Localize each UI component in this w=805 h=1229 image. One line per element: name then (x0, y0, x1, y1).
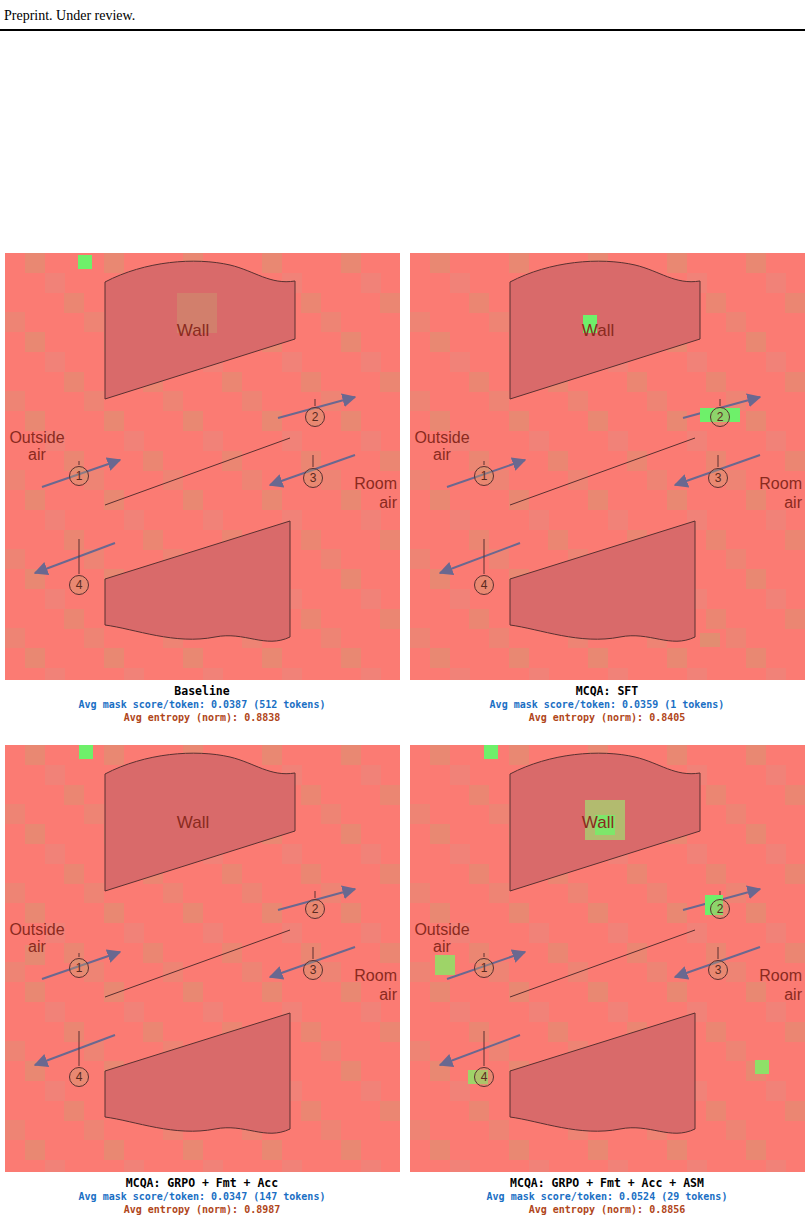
entropy-score: Avg entropy (norm): 0.8987 (2, 1204, 402, 1215)
heatmap-illustration (5, 745, 400, 1172)
callout-circle: 1 (474, 466, 494, 486)
callout-circle: 3 (708, 960, 728, 980)
region-label: Room air (341, 474, 397, 512)
callout-number: 4 (70, 1068, 88, 1086)
entropy-score: Avg entropy (norm): 0.8838 (2, 712, 402, 723)
callout-circle: 1 (69, 466, 89, 486)
callout-circle: 4 (474, 575, 494, 595)
callout-number: 3 (304, 469, 322, 487)
panel-title: MCQA: GRPO + Fmt + Acc (2, 1176, 402, 1190)
callout-circle: 2 (710, 899, 730, 919)
callout-number: 4 (70, 576, 88, 594)
running-header: Preprint. Under review. (4, 8, 135, 24)
wall-shape: Wall (105, 749, 295, 892)
wall-shape: Wall (510, 749, 700, 892)
wall-label: Wall (105, 813, 281, 833)
callout-circle: 1 (69, 958, 89, 978)
callout-number: 3 (304, 961, 322, 979)
wall-label: Wall (510, 321, 686, 341)
callout-circle: 2 (710, 407, 730, 427)
panel-title: MCQA: GRPO + Fmt + Acc + ASM (407, 1176, 805, 1190)
callout-circle: 4 (474, 1067, 494, 1087)
callout-circle: 1 (474, 958, 494, 978)
region-label: Room air (746, 474, 802, 512)
callout-number: 2 (711, 900, 729, 918)
mask-score: Avg mask score/token: 0.0359 (1 tokens) (407, 699, 805, 710)
wall-label: Wall (105, 321, 281, 341)
region-label: Outside air (411, 429, 473, 463)
entropy-score: Avg entropy (norm): 0.8856 (407, 1204, 805, 1215)
mask-score: Avg mask score/token: 0.0347 (147 tokens… (2, 1191, 402, 1202)
callout-number: 2 (306, 408, 324, 426)
callout-circle: 3 (303, 960, 323, 980)
region-label: Outside air (6, 429, 68, 463)
wall-shape: Wall (510, 257, 700, 400)
callout-number: 1 (475, 959, 493, 977)
panel-title: MCQA: SFT (407, 684, 805, 698)
region-label: Outside air (411, 921, 473, 955)
wall-label: Wall (510, 813, 686, 833)
wall-shape: Wall (105, 257, 295, 400)
callout-circle: 4 (69, 575, 89, 595)
region-label: Outside air (6, 921, 68, 955)
callout-number: 4 (475, 576, 493, 594)
callout-number: 1 (70, 959, 88, 977)
header-rule (0, 29, 805, 31)
callout-circle: 3 (708, 468, 728, 488)
callout-number: 4 (475, 1068, 493, 1086)
heatmap-illustration (410, 745, 805, 1172)
entropy-score: Avg entropy (norm): 0.8405 (407, 712, 805, 723)
callout-number: 2 (711, 408, 729, 426)
callout-number: 1 (70, 467, 88, 485)
region-label: Room air (746, 966, 802, 1004)
callout-circle: 2 (305, 899, 325, 919)
callout-circle: 3 (303, 468, 323, 488)
callout-number: 2 (306, 900, 324, 918)
mask-score: Avg mask score/token: 0.0524 (29 tokens) (407, 1191, 805, 1202)
heatmap-illustration (410, 253, 805, 680)
callout-number: 3 (709, 469, 727, 487)
panel-title: Baseline (2, 684, 402, 698)
region-label: Room air (341, 966, 397, 1004)
heatmap-illustration (5, 253, 400, 680)
callout-circle: 4 (69, 1067, 89, 1087)
callout-number: 1 (475, 467, 493, 485)
callout-number: 3 (709, 961, 727, 979)
mask-score: Avg mask score/token: 0.0387 (512 tokens… (2, 699, 402, 710)
callout-circle: 2 (305, 407, 325, 427)
